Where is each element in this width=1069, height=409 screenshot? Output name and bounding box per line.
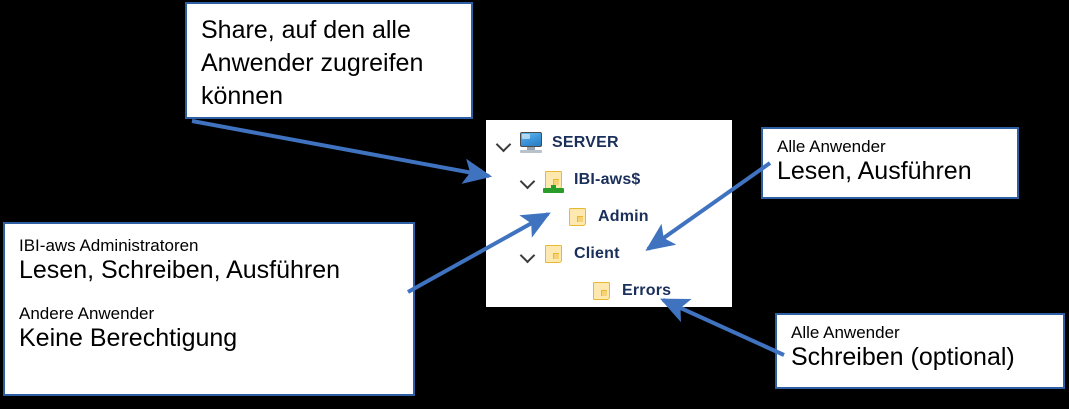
callout-share-line2: Anwender zugreifen	[201, 49, 424, 77]
callout-admins-group1-rights: Lesen, Schreiben, Ausführen	[19, 256, 341, 285]
chevron-down-icon[interactable]	[518, 244, 538, 264]
shared-folder-icon	[542, 168, 566, 193]
tree-item-client[interactable]: Client	[518, 239, 620, 269]
tree-item-label: Client	[574, 245, 620, 262]
spacer	[19, 286, 413, 304]
callout-read-rights: Lesen, Ausführen	[777, 157, 972, 186]
arrow-write-to-errors-folder	[660, 298, 785, 357]
callout-share-line3: können	[201, 82, 284, 110]
callout-read-permissions: Alle Anwender Lesen, Ausführen	[761, 127, 1019, 199]
file-tree-panel: SERVER IBI-aws$ Admin Client	[486, 120, 732, 307]
tree-item-label: IBI-aws$	[574, 171, 641, 188]
callout-share-line1: Share, auf den alle	[201, 16, 411, 44]
callout-write-title: Alle Anwender	[791, 323, 900, 342]
folder-icon	[566, 205, 590, 229]
tree-item-label: SERVER	[552, 134, 619, 151]
callout-write-rights: Schreiben (optional)	[791, 343, 1015, 372]
folder-icon	[542, 242, 566, 266]
callout-admins-group2-rights: Keine Berechtigung	[19, 323, 238, 352]
folder-icon	[590, 279, 614, 303]
tree-item-server[interactable]: SERVER	[494, 128, 619, 158]
chevron-down-icon[interactable]	[518, 170, 538, 190]
callout-admins-group2-title: Andere Anwender	[19, 303, 155, 323]
tree-item-errors[interactable]: Errors	[566, 276, 671, 306]
callout-admin-permissions: IBI-aws Administratoren Lesen, Schreiben…	[3, 222, 415, 396]
tree-item-label: Errors	[622, 282, 672, 299]
callout-read-title: Alle Anwender	[777, 137, 886, 156]
arrow-share-to-tree	[191, 119, 493, 184]
tree-item-share[interactable]: IBI-aws$	[518, 165, 641, 195]
tree-item-label: Admin	[598, 208, 649, 225]
callout-share-description: Share, auf den alle Anwender zugreifen k…	[185, 2, 473, 119]
callout-write-permissions: Alle Anwender Schreiben (optional)	[775, 313, 1065, 389]
monitor-icon	[518, 131, 544, 155]
tree-item-admin[interactable]: Admin	[542, 202, 649, 232]
callout-admins-group1-title: IBI-aws Administratoren	[19, 236, 199, 255]
chevron-down-icon[interactable]	[494, 133, 514, 153]
